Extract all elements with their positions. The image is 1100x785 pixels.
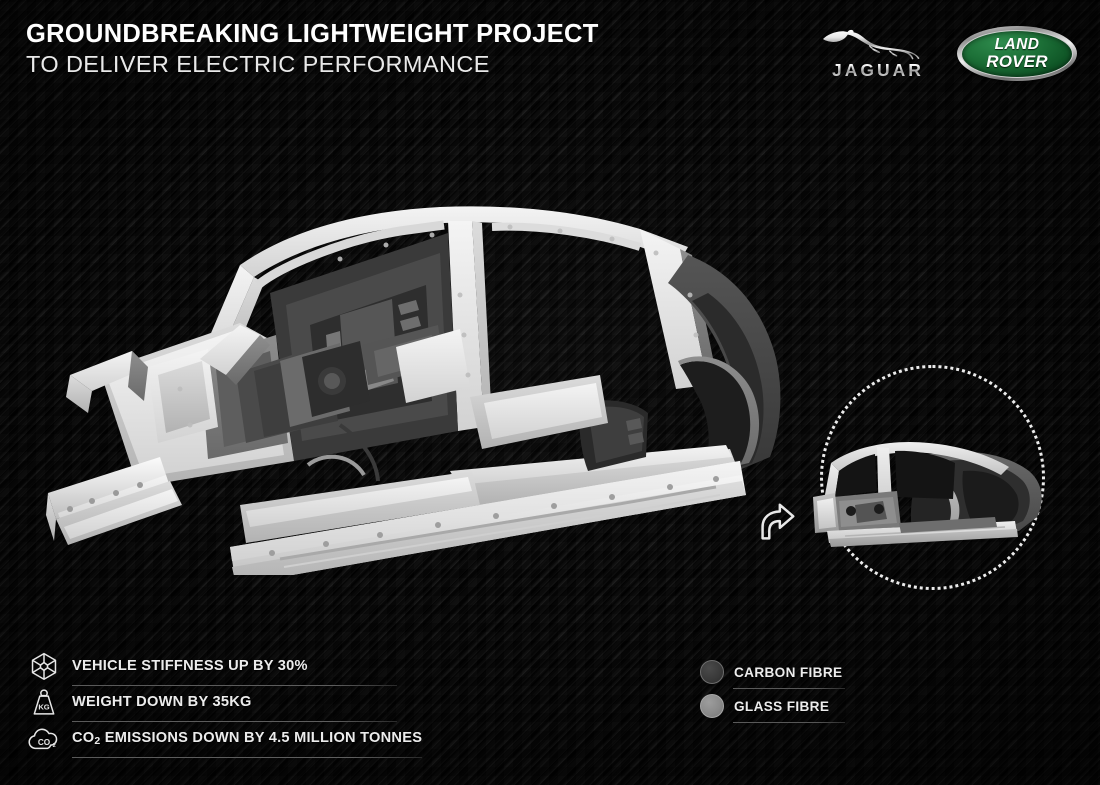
vehicle-body-structure-illustration xyxy=(46,206,781,575)
stats-list: VEHICLE STIFFNESS UP BY 30% KG WEIGHT DO… xyxy=(22,648,432,758)
stat-divider xyxy=(72,685,397,686)
land-rover-oval-inner xyxy=(961,29,1073,78)
legend-label-glass-fibre: GLASS FIBRE xyxy=(734,698,830,714)
title-line-primary: GROUNDBREAKING LIGHTWEIGHT PROJECT xyxy=(26,20,599,48)
land-rover-word-rover: ROVER xyxy=(986,52,1048,71)
svg-text:KG: KG xyxy=(38,702,49,711)
weight-kg-icon: KG xyxy=(22,686,66,718)
land-rover-logo: LAND ROVER xyxy=(957,26,1077,81)
legend-swatch-carbon-fibre xyxy=(700,660,724,684)
stat-divider xyxy=(72,757,422,758)
land-rover-wordmark: LAND ROVER xyxy=(957,26,1077,81)
legend-item-glass-fibre: GLASS FIBRE xyxy=(700,689,900,723)
svg-text:2: 2 xyxy=(53,743,56,749)
land-rover-word-land: LAND xyxy=(994,36,1040,53)
legend-divider xyxy=(733,722,845,723)
jaguar-logo: JAGUAR xyxy=(812,24,944,82)
cube-stiffness-icon xyxy=(22,650,66,682)
stat-divider xyxy=(72,721,397,722)
stat-co2-suffix: EMISSIONS DOWN BY 4.5 MILLION TONNES xyxy=(100,730,423,746)
stat-co2-prefix: CO xyxy=(72,730,95,746)
jaguar-wordmark: JAGUAR xyxy=(812,60,944,81)
curved-arrow-right-icon xyxy=(761,503,795,540)
page-title: GROUNDBREAKING LIGHTWEIGHT PROJECT TO DE… xyxy=(26,19,599,80)
stat-co2-subscript: 2 xyxy=(94,735,101,747)
stat-row-co2: CO 2 CO2 EMISSIONS DOWN BY 4.5 MILLION T… xyxy=(22,720,432,758)
legend-divider xyxy=(733,688,845,689)
inset-vehicle-body-shell xyxy=(813,441,1042,547)
stat-label-stiffness: VEHICLE STIFFNESS UP BY 30% xyxy=(72,658,308,674)
svg-text:CO: CO xyxy=(38,738,51,747)
legend-item-carbon-fibre: CARBON FIBRE xyxy=(700,655,900,689)
stat-row-weight: KG WEIGHT DOWN BY 35KG xyxy=(22,684,432,722)
jaguar-leaper-icon xyxy=(823,29,920,60)
stat-label-weight: WEIGHT DOWN BY 35KG xyxy=(72,694,252,710)
inset-detail-group xyxy=(761,365,1045,620)
co2-cloud-icon: CO 2 xyxy=(22,722,66,754)
materials-legend: CARBON FIBRE GLASS FIBRE xyxy=(700,655,900,723)
inset-dotted-circle xyxy=(820,365,1045,590)
header: GROUNDBREAKING LIGHTWEIGHT PROJECT TO DE… xyxy=(0,0,1100,100)
title-line-secondary: TO DELIVER ELECTRIC PERFORMANCE xyxy=(26,51,490,77)
stat-label-co2: CO2 EMISSIONS DOWN BY 4.5 MILLION TONNES xyxy=(66,730,423,747)
stat-row-stiffness: VEHICLE STIFFNESS UP BY 30% xyxy=(22,648,432,686)
legend-label-carbon-fibre: CARBON FIBRE xyxy=(734,664,843,680)
legend-swatch-glass-fibre xyxy=(700,694,724,718)
